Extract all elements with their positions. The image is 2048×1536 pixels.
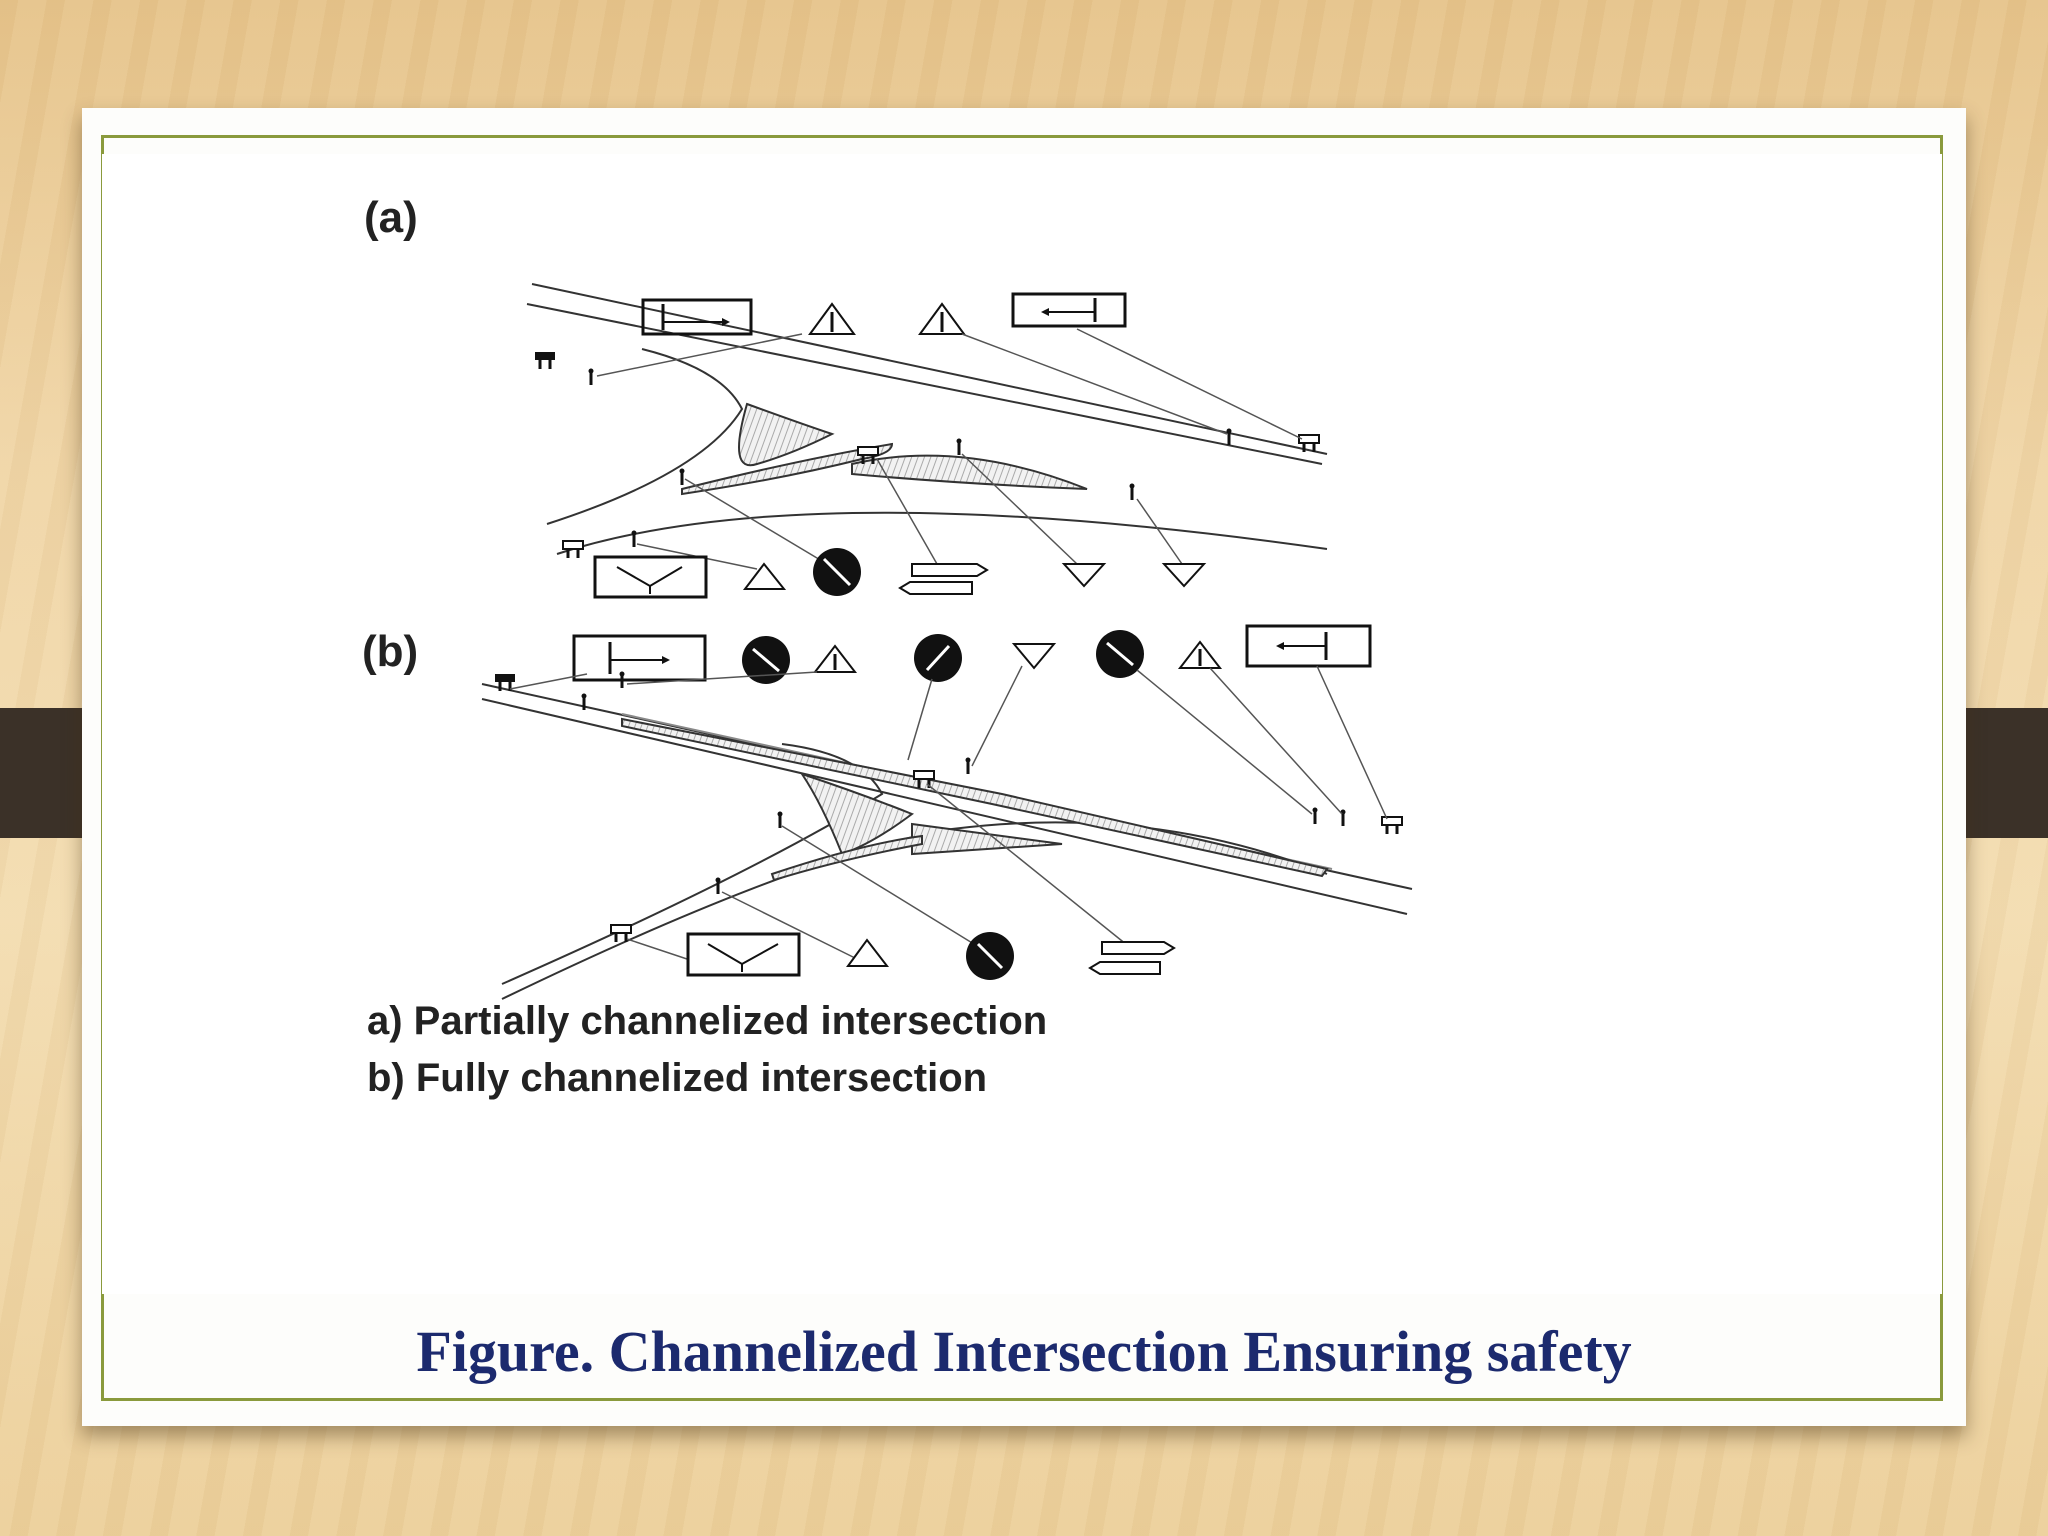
panel-b-label: (b)	[362, 627, 418, 676]
legend-a-text: a) Partially channelized intersection	[367, 999, 1047, 1043]
intersection-figure: (a) (b)	[102, 154, 1942, 1294]
panel-a-label: (a)	[364, 193, 418, 242]
panel-b-signs	[493, 624, 1404, 980]
panel-a-signs	[533, 292, 1321, 599]
panel-b-drawing	[481, 683, 1413, 1000]
intersection-diagram: (a) (b)	[362, 193, 1413, 1100]
figure-caption: Figure. Channelized Intersection Ensurin…	[416, 1319, 1632, 1384]
legend-b-text: b) Fully channelized intersection	[367, 1056, 987, 1100]
slide-card: (a) (b)	[82, 108, 1966, 1426]
